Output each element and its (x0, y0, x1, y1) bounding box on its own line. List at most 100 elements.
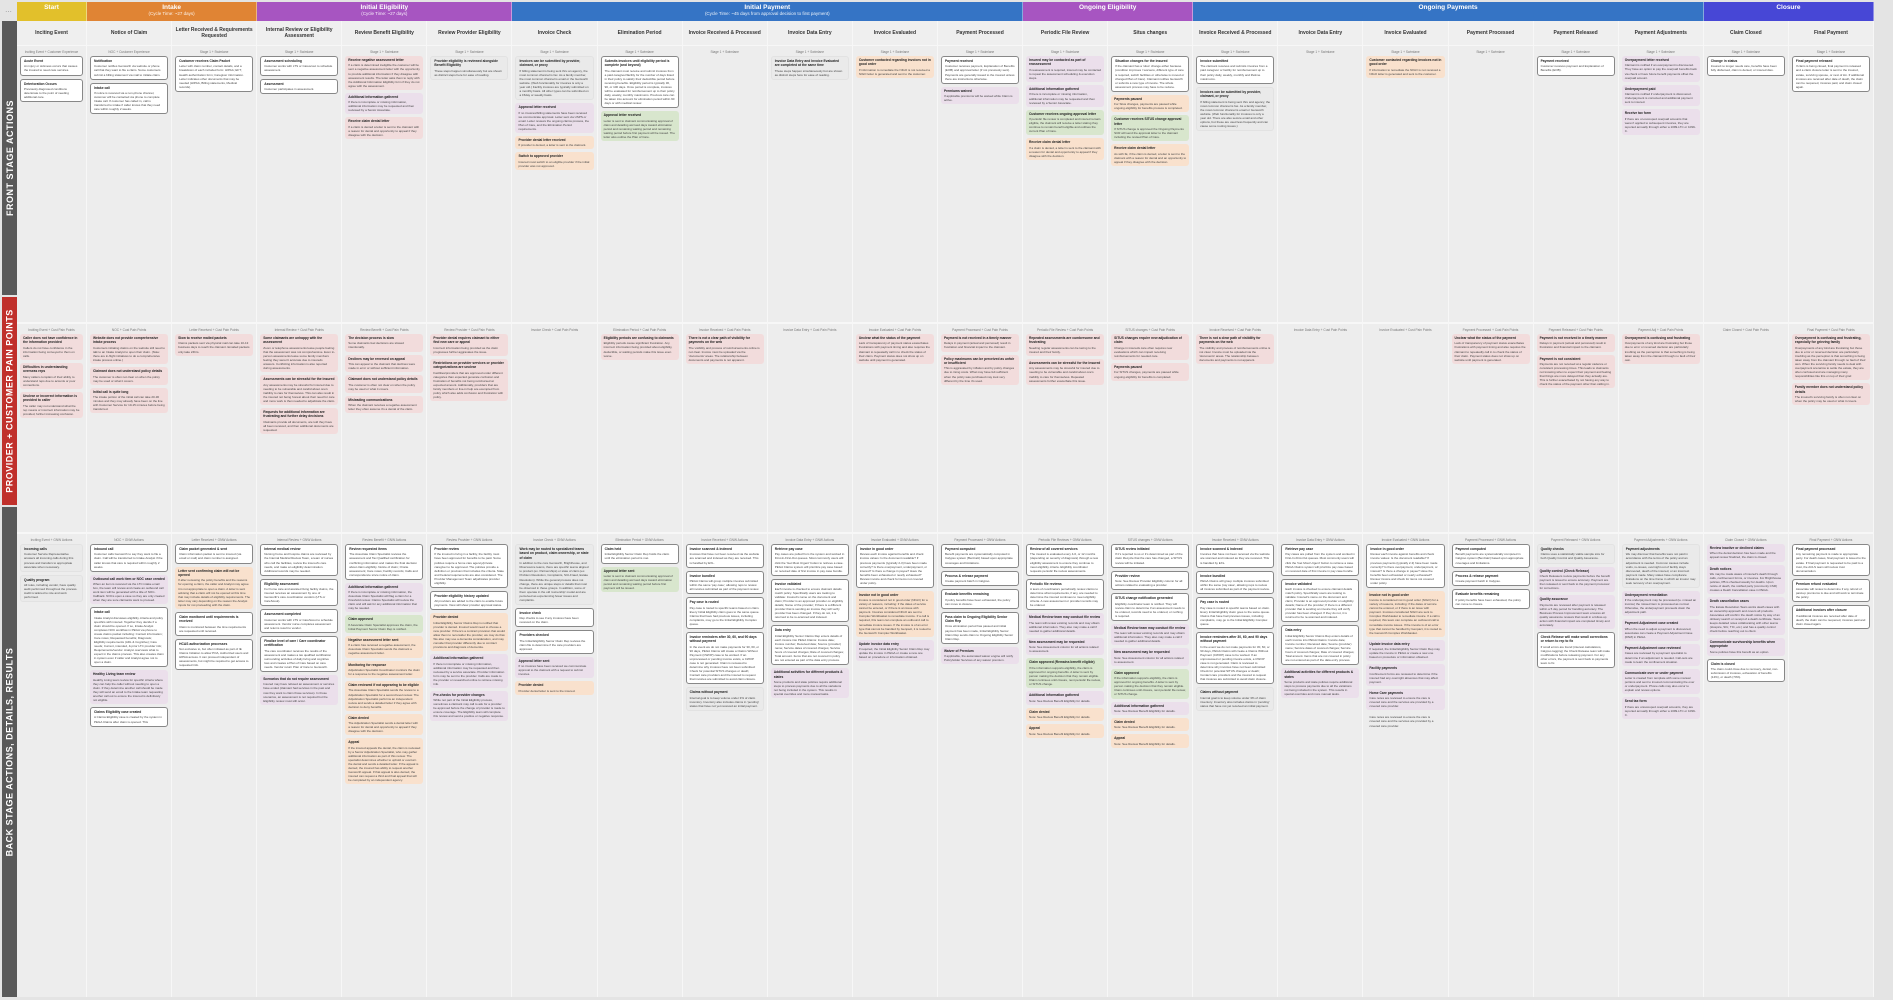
pain-point-card[interactable]: Assessments can be stressful for the ins… (260, 375, 339, 405)
pain-point-card[interactable]: Difficulties in understanding overseas r… (20, 363, 83, 390)
board-menu-icon[interactable]: ... (5, 5, 12, 14)
pain-point-card[interactable]: Unclear or incorrect information is prov… (20, 392, 83, 419)
action-card[interactable]: Care notes are reviewed to ensure the ca… (1366, 713, 1444, 729)
action-card[interactable]: Medical Review team may conduct file rev… (1026, 613, 1105, 635)
action-card[interactable]: Insured may be contacted as part of reas… (1026, 56, 1105, 83)
action-card[interactable]: Pass claim to Ongoing Eligibility Senior… (940, 611, 1020, 644)
action-card[interactable]: Provider eligibility is reviewed alongsi… (430, 56, 509, 80)
pain-point-card[interactable]: Caller does not have confidence in the i… (20, 334, 83, 361)
pain-point-card[interactable]: Payment is not received in a timely mann… (940, 334, 1020, 352)
pain-point-card[interactable]: Some claimants are unhappy with the asse… (260, 334, 339, 373)
action-card[interactable]: Additional activities for different prod… (770, 668, 849, 699)
pain-point-card[interactable]: Family member does not understand policy… (1791, 383, 1870, 406)
pain-point-card[interactable]: Website does not provide comprehensive i… (90, 334, 169, 365)
action-card[interactable]: Customer receives ongoing approval lette… (1026, 109, 1105, 136)
action-card[interactable]: Finalize level of care / Care coordinato… (260, 635, 339, 672)
action-card[interactable]: Invoice reminders after 30, 60, and 90 d… (685, 631, 764, 685)
action-card[interactable]: Customer receives SITUS change approval … (1111, 115, 1190, 142)
pain-point-card[interactable]: There is not a clear path of visibility … (685, 334, 764, 365)
pain-point-card[interactable]: There is not a clear path of visibility … (1196, 334, 1275, 365)
action-card[interactable]: Invoices can be submitted by provider, c… (515, 56, 594, 101)
pain-point-card[interactable]: Eligibility periods are confusing to cla… (600, 334, 679, 360)
pain-point-card[interactable]: Overpayment is confusing and frustrating… (1791, 334, 1870, 381)
action-card[interactable]: Claim approved (Remains benefit eligible… (1026, 658, 1105, 689)
pain-point-card[interactable]: Requests for additional information are … (260, 407, 339, 434)
action-card[interactable]: Claim reviewed if not appearing to be el… (345, 681, 424, 711)
action-card[interactable]: Scenarios that do not require assessment… (260, 674, 339, 705)
action-card[interactable]: Customer contacted regarding invoices no… (855, 56, 934, 78)
action-card[interactable]: Claim monitored until requirements is re… (175, 611, 254, 636)
